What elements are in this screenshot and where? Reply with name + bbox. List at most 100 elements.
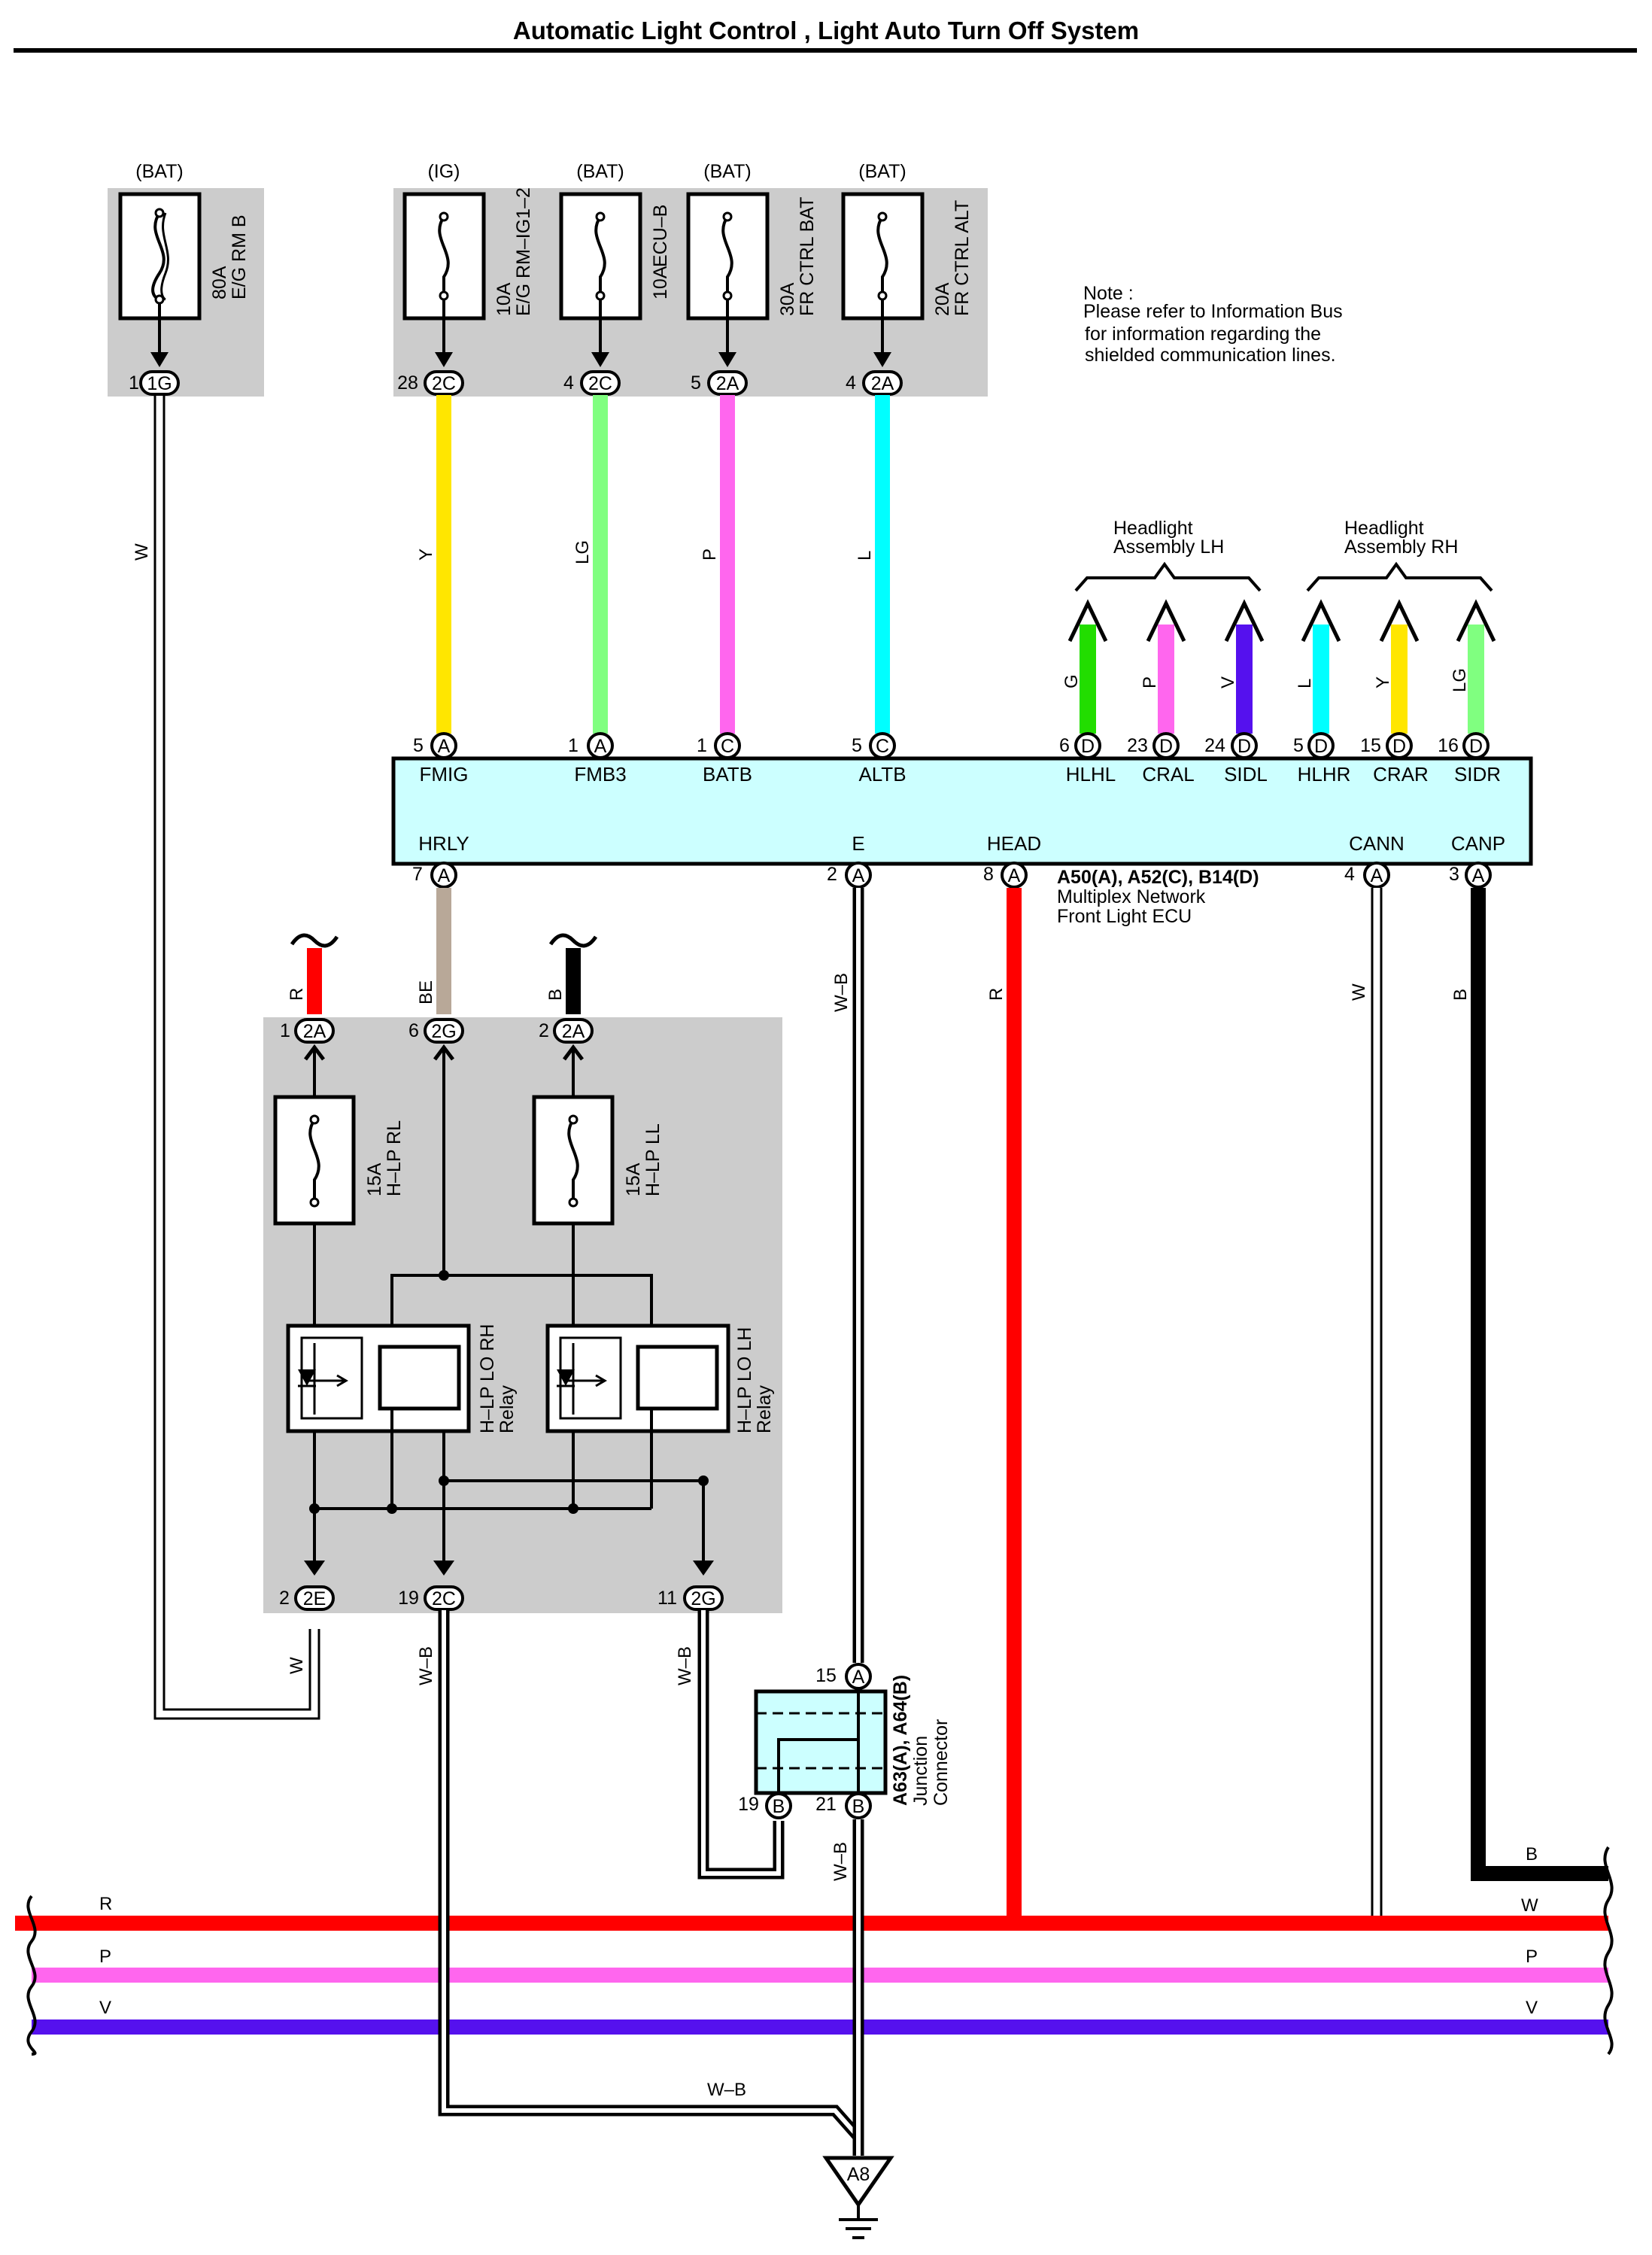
svg-text:15: 15 xyxy=(1360,735,1381,756)
svg-text:E/G RM–IG1–2: E/G RM–IG1–2 xyxy=(513,187,534,316)
svg-text:21: 21 xyxy=(815,1794,837,1815)
svg-text:P: P xyxy=(99,1947,111,1967)
svg-text:ALTB: ALTB xyxy=(858,763,906,786)
svg-text:W: W xyxy=(132,543,152,561)
svg-text:B: B xyxy=(1450,989,1471,1001)
ecu-reference: A50(A), A52(C), B14(D) Multiplex Network… xyxy=(1057,867,1259,927)
svg-text:R: R xyxy=(287,988,307,1001)
svg-text:E: E xyxy=(852,832,864,855)
svg-text:A: A xyxy=(1472,865,1485,886)
svg-text:V: V xyxy=(1526,1998,1538,2018)
svg-text:2A: 2A xyxy=(303,1021,326,1042)
fuse-10a-ig: (IG) 10A E/G RM–IG1–2 28 2C xyxy=(397,161,534,396)
svg-text:B: B xyxy=(1526,1844,1538,1864)
svg-text:A8: A8 xyxy=(847,2164,870,2185)
svg-text:Y: Y xyxy=(1373,676,1393,688)
svg-text:5: 5 xyxy=(852,735,862,756)
svg-text:2: 2 xyxy=(539,1020,549,1041)
svg-text:V: V xyxy=(1218,676,1238,688)
svg-text:(BAT): (BAT) xyxy=(576,161,624,182)
svg-text:1: 1 xyxy=(697,735,707,756)
svg-text:4: 4 xyxy=(563,372,574,394)
svg-text:LG: LG xyxy=(1450,668,1470,692)
svg-text:2G: 2G xyxy=(431,1021,456,1042)
svg-text:2: 2 xyxy=(279,1588,290,1609)
svg-text:4: 4 xyxy=(1344,864,1355,885)
wire-w-bat80: W xyxy=(132,396,320,1720)
svg-text:D: D xyxy=(1081,736,1095,757)
svg-text:15A: 15A xyxy=(623,1162,644,1196)
wire-wb-2g: W–B xyxy=(675,1610,785,1880)
svg-text:P: P xyxy=(1140,676,1160,688)
svg-text:Relay: Relay xyxy=(754,1385,775,1433)
svg-text:A: A xyxy=(852,1667,865,1688)
svg-text:for information regarding the: for information regarding the xyxy=(1085,324,1321,345)
wire-wb-e: W–B xyxy=(831,888,864,1663)
svg-text:Assembly RH: Assembly RH xyxy=(1344,536,1458,558)
svg-text:FMB3: FMB3 xyxy=(574,763,626,786)
wire-wb-2c: W–B W–B xyxy=(416,1610,863,2141)
svg-text:E/G RM B: E/G RM B xyxy=(229,214,250,299)
svg-text:5: 5 xyxy=(691,372,701,394)
svg-text:HLHR: HLHR xyxy=(1298,763,1351,786)
svg-text:HLHL: HLHL xyxy=(1066,763,1116,786)
fuse-80a: (BAT) 80A E/G RM B 1 1G xyxy=(118,161,250,396)
svg-text:SIDL: SIDL xyxy=(1224,763,1268,786)
svg-text:W: W xyxy=(1349,983,1369,1001)
svg-text:A63(A), A64(B): A63(A), A64(B) xyxy=(890,1675,911,1806)
svg-text:2C: 2C xyxy=(432,373,456,394)
relay-box-top-connectors: 1 2A 6 2G 2 2A xyxy=(280,1018,594,1044)
wire-p-label: P xyxy=(700,549,720,561)
svg-text:H–LP LO LH: H–LP LO LH xyxy=(734,1327,755,1433)
svg-text:6: 6 xyxy=(408,1020,419,1041)
svg-text:10A: 10A xyxy=(650,266,671,299)
svg-text:5: 5 xyxy=(413,735,424,756)
svg-text:W–B: W–B xyxy=(831,1842,851,1881)
ecu-top-pins: 5 A FMIG 1 A FMB3 1 C BATB 5 C ALTB 6 D … xyxy=(413,732,1501,786)
svg-text:8: 8 xyxy=(983,864,994,885)
ecu-bottom-pins: HRLY 7 A E 2 A HEAD 8 A CANN 4 A CANP 3 … xyxy=(412,832,1505,889)
svg-text:4: 4 xyxy=(846,372,856,394)
svg-text:15A: 15A xyxy=(364,1162,385,1196)
svg-text:2A: 2A xyxy=(716,373,739,394)
ground-symbol: A8 xyxy=(822,2156,894,2239)
svg-text:11: 11 xyxy=(657,1588,677,1609)
svg-text:1: 1 xyxy=(129,372,139,394)
svg-text:2C: 2C xyxy=(432,1588,456,1609)
svg-text:A: A xyxy=(438,736,451,757)
svg-text:HEAD: HEAD xyxy=(987,832,1041,855)
svg-text:CANP: CANP xyxy=(1451,832,1505,855)
svg-text:24: 24 xyxy=(1204,735,1225,756)
svg-text:5: 5 xyxy=(1293,735,1304,756)
svg-text:R: R xyxy=(99,1894,112,1914)
relay-box-internals xyxy=(273,1044,730,1576)
relay-box-bottom-connectors: 2 2E 19 2C 11 2G xyxy=(279,1585,724,1611)
svg-text:W–B: W–B xyxy=(707,2080,746,2100)
svg-text:G: G xyxy=(1061,674,1082,688)
svg-text:A: A xyxy=(852,865,865,886)
fuse-30a-fr-ctrl-bat: (BAT) 30A FR CTRL BAT 5 2A xyxy=(686,161,818,396)
svg-text:(BAT): (BAT) xyxy=(858,161,906,182)
svg-text:20A: 20A xyxy=(932,282,953,316)
svg-text:30A: 30A xyxy=(777,282,798,316)
fuse-10a-ecu-b: (BAT) 10A ECU–B 4 2C xyxy=(559,161,671,396)
svg-text:FR CTRL ALT: FR CTRL ALT xyxy=(952,200,973,316)
note-text: Note : Please refer to Information Bus f… xyxy=(1083,283,1343,366)
svg-text:H–LP LO RH: H–LP LO RH xyxy=(477,1324,498,1433)
svg-text:D: D xyxy=(1392,736,1406,757)
svg-text:V: V xyxy=(99,1998,111,2018)
svg-text:Front Light ECU: Front Light ECU xyxy=(1057,906,1192,927)
svg-text:L: L xyxy=(1295,679,1315,688)
svg-text:28: 28 xyxy=(397,372,418,394)
headlight-rh-label: Headlight Assembly RH xyxy=(1306,518,1493,592)
svg-text:CRAR: CRAR xyxy=(1373,763,1429,786)
svg-text:W–B: W–B xyxy=(416,1646,436,1685)
svg-text:2A: 2A xyxy=(871,373,894,394)
svg-text:C: C xyxy=(721,736,734,757)
svg-text:HRLY: HRLY xyxy=(418,832,469,855)
svg-text:A: A xyxy=(1371,865,1383,886)
wire-b-top: B xyxy=(545,933,598,1014)
svg-text:A: A xyxy=(594,736,607,757)
svg-text:1: 1 xyxy=(568,735,579,756)
svg-text:P: P xyxy=(1526,1947,1538,1967)
